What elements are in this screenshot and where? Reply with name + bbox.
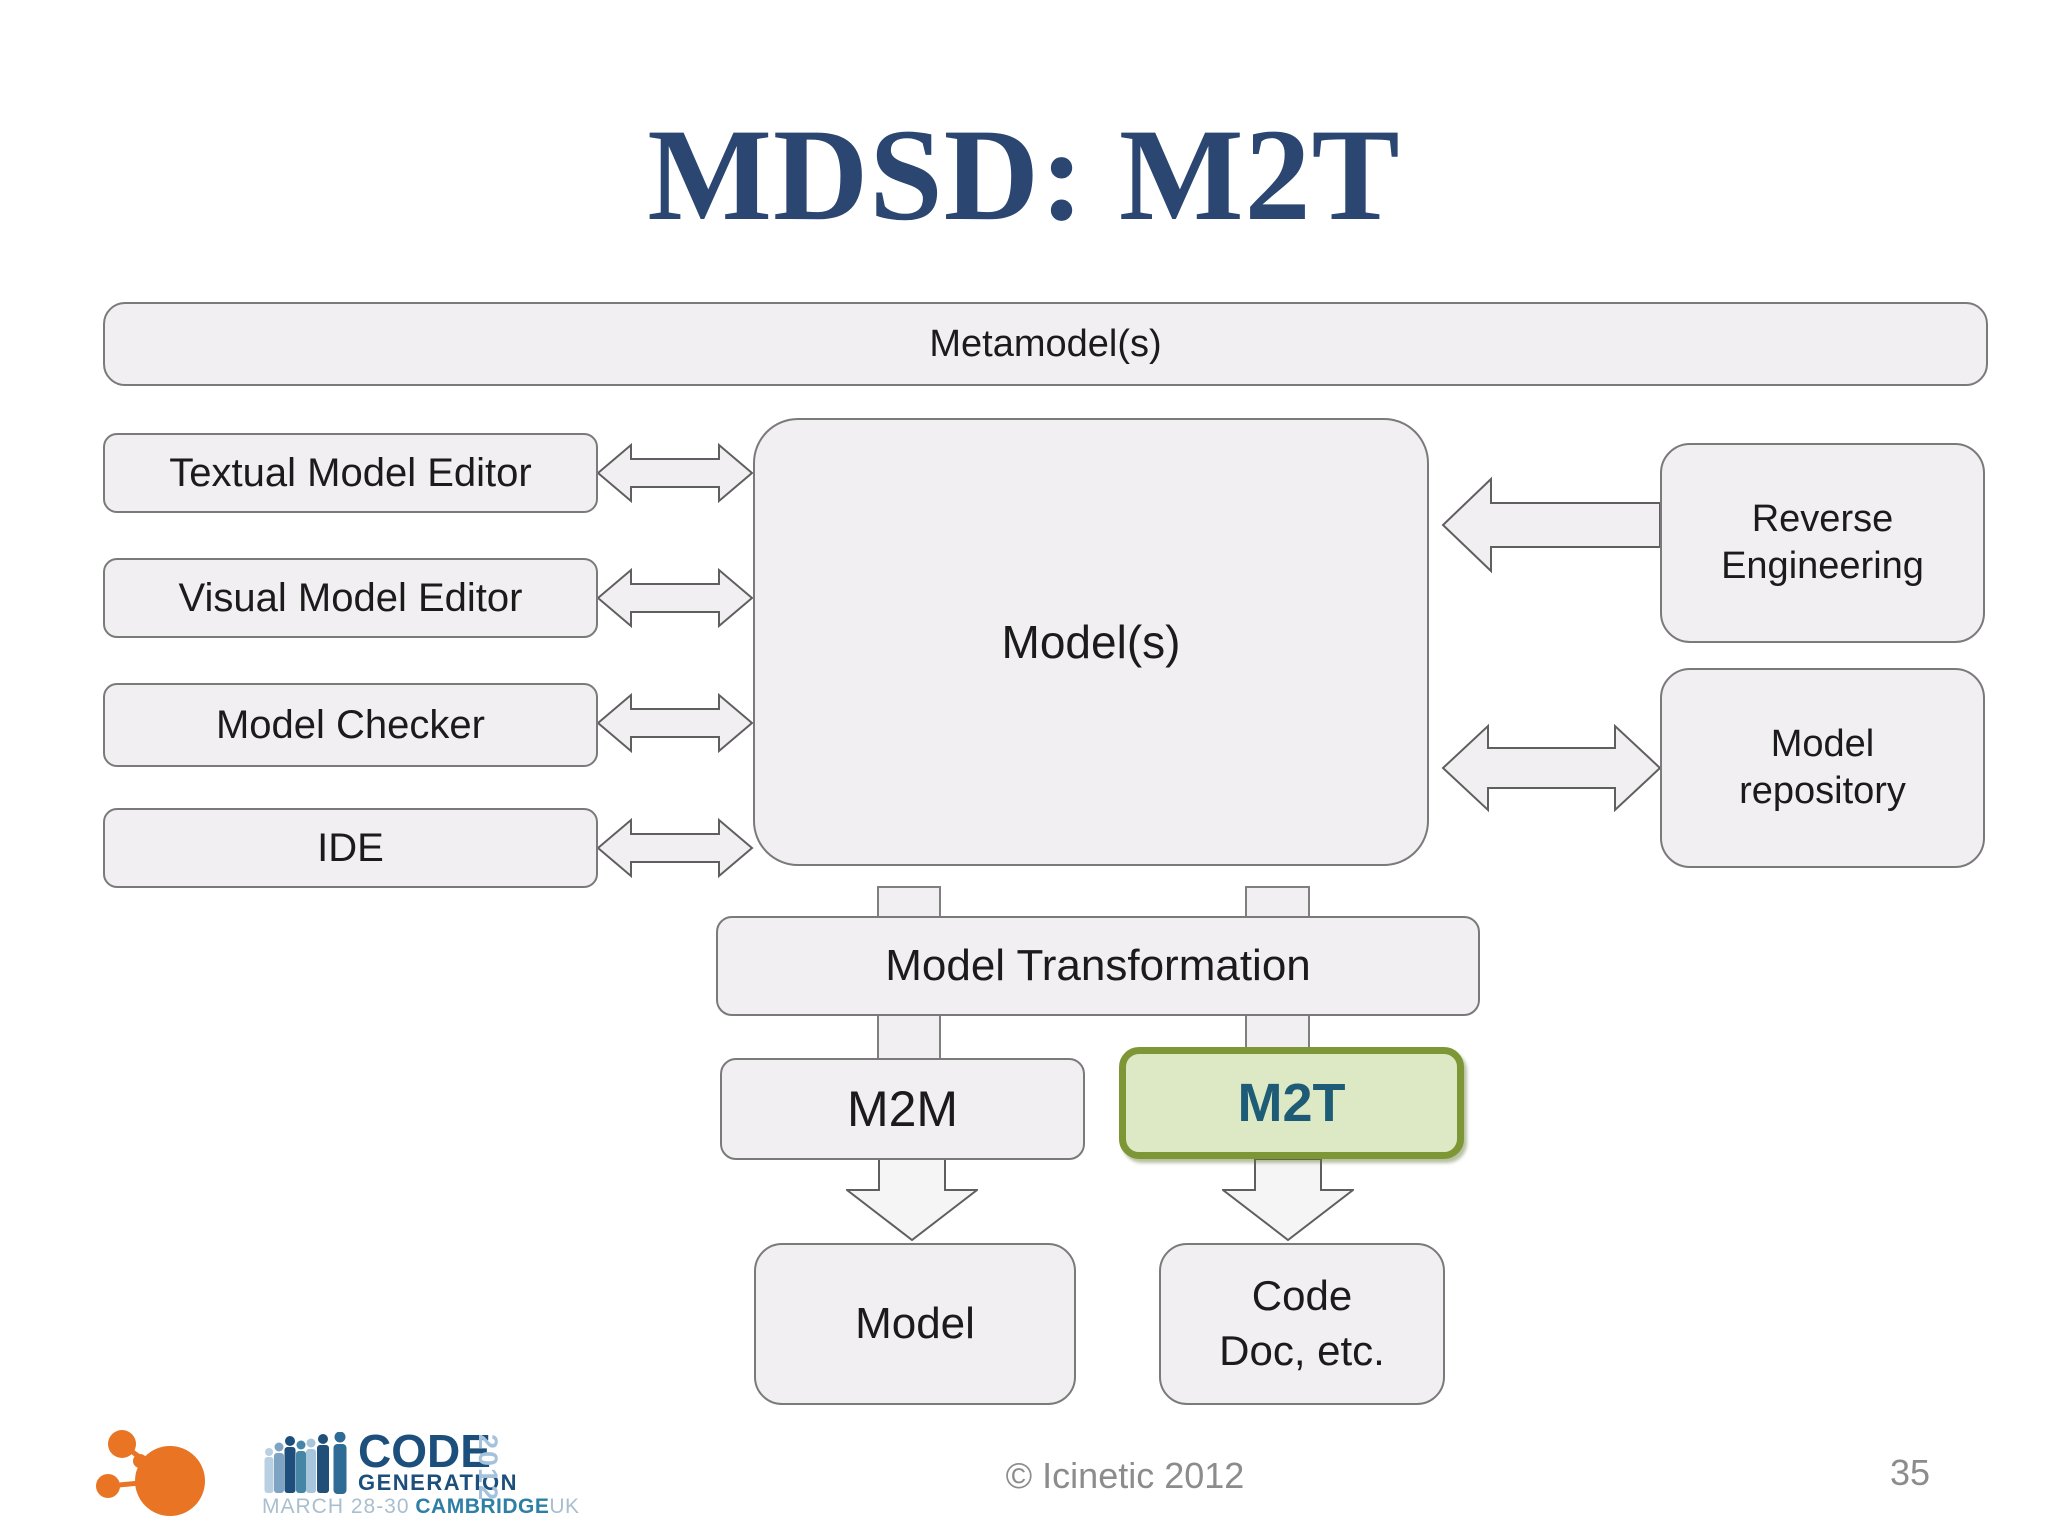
- m2t-box: M2T: [1119, 1047, 1464, 1159]
- model-repository-label: Model repository: [1739, 722, 1906, 813]
- double-arrow-icon: [596, 442, 754, 504]
- logo-year-text: 2012: [473, 1434, 503, 1503]
- code-generation-logo: CODE GENERATION 2012 MARCH 28-30 CAMBRID…: [262, 1425, 579, 1520]
- logo-city-text: CAMBRIDGE: [415, 1495, 550, 1518]
- double-arrow-icon: [596, 567, 754, 629]
- ide-box: IDE: [103, 808, 598, 888]
- code-output-label: Code Doc, etc.: [1219, 1272, 1385, 1374]
- code-output-box: Code Doc, etc.: [1159, 1243, 1445, 1405]
- down-arrow-icon: [846, 1158, 978, 1242]
- model-checker-label: Model Checker: [215, 702, 485, 747]
- logo-code-text: CODE: [358, 1425, 491, 1477]
- visual-model-editor-label: Visual Model Editor: [178, 575, 523, 620]
- logo-generation-text: GENERATION: [358, 1470, 519, 1495]
- logo-bottom-line: MARCH 28-30 CAMBRIDGEUK: [262, 1496, 580, 1517]
- double-arrow-icon: [596, 692, 754, 754]
- page-title: MDSD: M2T: [647, 101, 1401, 248]
- down-arrow-icon: [1222, 1158, 1354, 1242]
- textual-model-editor-label: Textual Model Editor: [169, 450, 532, 495]
- model-transformation-box: Model Transformation: [716, 916, 1480, 1016]
- metamodel-box: Metamodel(s): [103, 302, 1988, 386]
- connector-stub: [877, 1014, 941, 1062]
- visual-model-editor-box: Visual Model Editor: [103, 558, 598, 638]
- m2t-label: M2T: [1237, 1073, 1346, 1133]
- textual-model-editor-box: Textual Model Editor: [103, 433, 598, 513]
- reverse-engineering-box: Reverse Engineering: [1660, 443, 1985, 643]
- model-checker-box: Model Checker: [103, 683, 598, 767]
- ide-label: IDE: [317, 825, 384, 870]
- model-output-label: Model: [855, 1299, 975, 1349]
- copyright-text: © Icinetic 2012: [1005, 1455, 1245, 1496]
- metamodel-label: Metamodel(s): [929, 322, 1162, 365]
- models-box: Model(s): [753, 418, 1429, 866]
- connector-stub: [1245, 886, 1310, 920]
- m2m-box: M2M: [720, 1058, 1085, 1160]
- m2m-label: M2M: [846, 1081, 959, 1137]
- page-number: 35: [1889, 1452, 1931, 1493]
- molecule-logo-icon: [96, 1430, 205, 1516]
- reverse-engineering-label: Reverse Engineering: [1721, 497, 1924, 588]
- double-arrow-icon: [596, 817, 754, 879]
- left-arrow-icon: [1441, 476, 1661, 574]
- models-label: Model(s): [1001, 616, 1181, 668]
- logo-dates-text: MARCH 28-30: [262, 1495, 410, 1518]
- model-transformation-label: Model Transformation: [885, 941, 1311, 990]
- double-arrow-icon: [1441, 723, 1662, 813]
- people-silhouettes-icon: [264, 1432, 347, 1494]
- model-output-box: Model: [754, 1243, 1076, 1405]
- connector-stub: [877, 886, 941, 920]
- logo-country-text: UK: [549, 1495, 580, 1518]
- model-repository-box: Model repository: [1660, 668, 1985, 868]
